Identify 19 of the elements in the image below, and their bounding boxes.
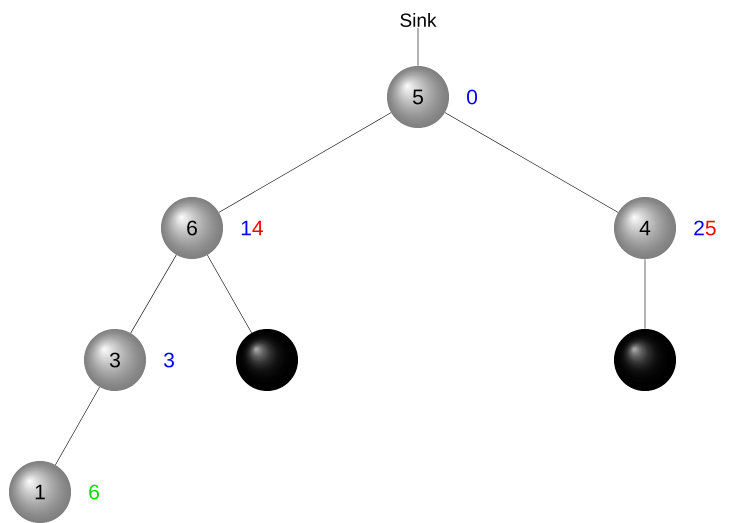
edge-line — [207, 254, 252, 334]
edge-line — [444, 112, 618, 213]
edge-line — [644, 258, 646, 330]
node-annotation: 14 — [242, 220, 263, 236]
ball-node: 6 — [161, 197, 223, 259]
edge-line — [55, 386, 100, 466]
ball-node: 4 — [614, 197, 676, 259]
ball-node — [236, 329, 298, 391]
node-label: Sink — [400, 13, 436, 27]
node-annotation: 25 — [694, 220, 716, 236]
node-annotation: 6 — [89, 484, 99, 500]
node-annotation: 3 — [164, 352, 174, 368]
edge-line — [218, 112, 392, 213]
ball-node: 5 — [387, 66, 449, 128]
ball-node: 3 — [84, 329, 146, 391]
node-annotation: 0 — [467, 90, 478, 104]
ball-node: 1 — [9, 461, 71, 523]
edge-line — [130, 254, 177, 334]
ball-node — [614, 329, 676, 391]
